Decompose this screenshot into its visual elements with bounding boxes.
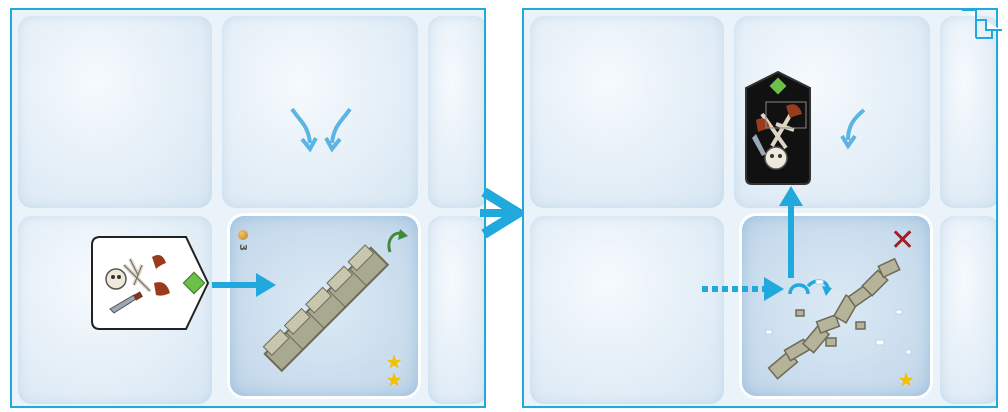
converging-arrows-icon <box>840 108 870 148</box>
board-after: ✕ ★ <box>522 8 998 408</box>
star-icon: ★ <box>898 372 914 390</box>
ice-cell <box>18 16 212 208</box>
star-icon: ★ <box>386 372 402 390</box>
big-arrow-right-icon <box>478 188 526 238</box>
ice-cell <box>530 16 724 208</box>
push-arrow-icon <box>212 272 282 298</box>
ice-cell <box>428 16 486 208</box>
ice-cell <box>428 216 486 404</box>
monster-token <box>742 70 812 182</box>
ice-cell <box>940 216 998 404</box>
converging-arrows-icon <box>282 105 362 155</box>
x-icon: ✕ <box>890 226 915 256</box>
broken-wall <box>756 240 926 390</box>
board-before: 3 ★ ★ <box>10 8 486 408</box>
monster-card <box>90 235 208 331</box>
ice-cell <box>940 16 998 208</box>
ice-cell <box>530 216 724 404</box>
corner-notch <box>962 8 1002 44</box>
